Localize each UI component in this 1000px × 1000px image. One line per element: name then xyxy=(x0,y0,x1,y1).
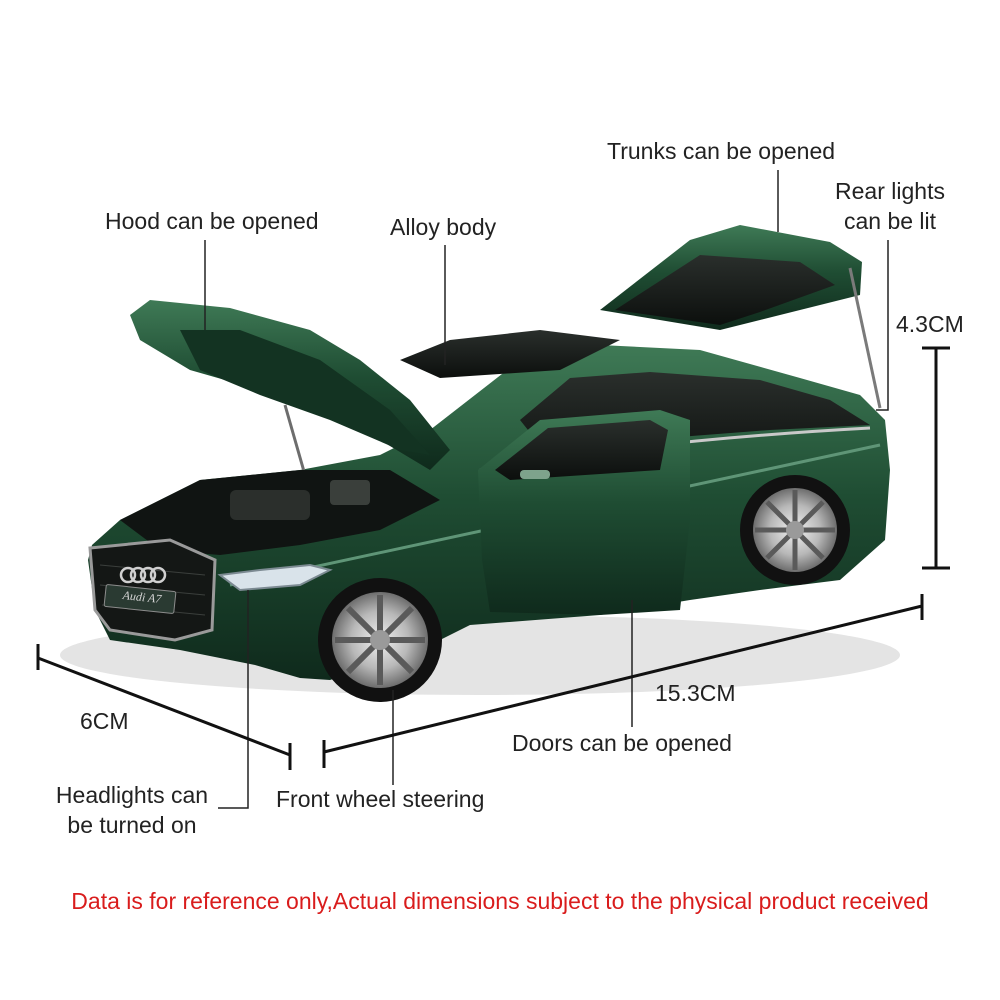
length-dimension-line xyxy=(323,604,923,754)
front-wheel xyxy=(318,578,442,702)
engine-part xyxy=(330,480,370,505)
license-plate xyxy=(103,584,177,614)
engine-part xyxy=(230,490,310,520)
rear-lights-leader-line xyxy=(876,240,889,411)
rear-wheel xyxy=(740,475,850,585)
alloy-body-callout: Alloy body xyxy=(390,214,497,240)
headlights-leader-line xyxy=(218,590,249,809)
rear-lights-callout-line2: can be lit xyxy=(843,208,937,234)
dimension-lines xyxy=(36,346,950,770)
roof-glass xyxy=(400,330,620,378)
width-dimension-line xyxy=(37,656,291,757)
hood-underside xyxy=(180,330,430,455)
headlights-callout-line1: Headlights can xyxy=(55,782,209,808)
rear-lights-callout: Rear lights can be lit xyxy=(822,176,958,236)
headlights-callout: Headlights can be turned on xyxy=(40,780,224,840)
brand-rings-logo xyxy=(119,566,167,584)
callout-lines xyxy=(204,170,889,809)
trunk-glass xyxy=(615,255,835,325)
door-handle xyxy=(520,470,550,479)
hood-strut xyxy=(283,404,307,476)
front-wheel-callout: Front wheel steering xyxy=(276,786,485,812)
doors-callout: Doors can be opened xyxy=(512,730,732,756)
door-window xyxy=(495,420,668,480)
width-dimension-label: 6CM xyxy=(80,708,129,734)
disclaimer-text: Data is for reference only,Actual dimens… xyxy=(71,888,929,914)
height-dimension-label: 4.3CM xyxy=(896,311,964,337)
length-dimension-label: 15.3CM xyxy=(655,680,736,706)
hood-callout: Hood can be opened xyxy=(105,208,319,234)
trunk-strut xyxy=(848,267,882,409)
headlights-callout-line2: be turned on xyxy=(67,812,197,838)
headlight xyxy=(217,563,333,592)
trunk-callout: Trunks can be opened xyxy=(607,138,836,164)
rear-lights-callout-line1: Rear lights xyxy=(835,178,945,204)
